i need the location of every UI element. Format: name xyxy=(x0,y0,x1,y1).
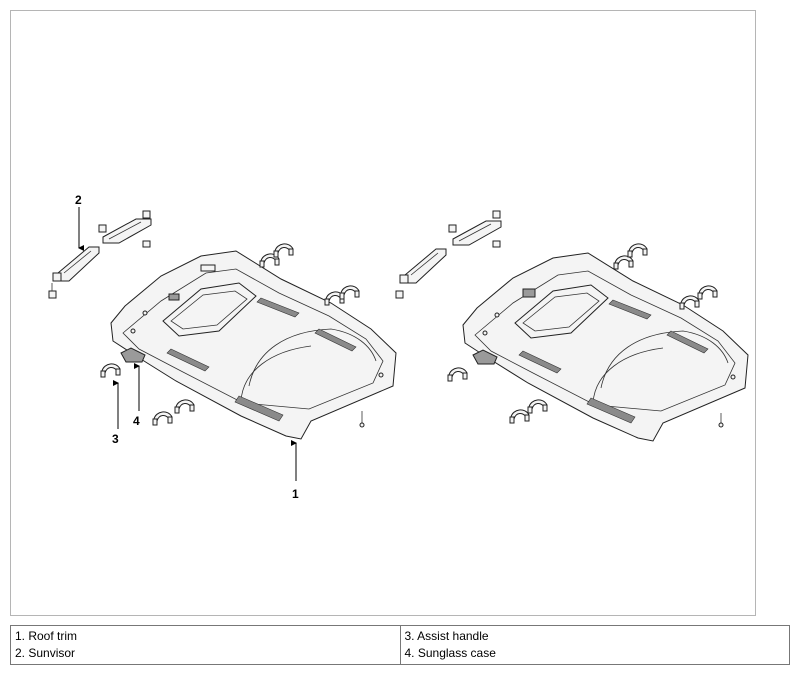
right-assembly xyxy=(395,210,749,442)
parts-legend: 1. Roof trim 2. Sunvisor 3. Assist handl… xyxy=(10,625,790,665)
callout-sunvisor: 2 xyxy=(75,193,82,207)
legend-item-sunglass-case: 4. Sunglass case xyxy=(404,646,496,660)
sunvisor-left xyxy=(48,210,152,299)
legend-column-right: 3. Assist handle 4. Sunglass case xyxy=(399,625,790,665)
legend-row: 1. Roof trim 2. Sunvisor 3. Assist handl… xyxy=(10,625,790,665)
sunglass-case-left xyxy=(120,347,146,363)
left-assembly: 2 3 4 1 xyxy=(48,193,397,501)
legend-column-left: 1. Roof trim 2. Sunvisor xyxy=(10,625,401,665)
callout-roof-trim: 1 xyxy=(292,487,299,501)
exploded-view-diagram: 2 3 4 1 xyxy=(48,193,749,501)
callout-sunglass-case: 4 xyxy=(133,414,140,428)
legend-item-assist-handle: 3. Assist handle xyxy=(404,629,489,643)
callout-assist-handle: 3 xyxy=(112,432,119,446)
sunvisor-right xyxy=(395,210,502,299)
figure-frame: 2 3 4 1 xyxy=(10,10,756,616)
sunglass-case-right xyxy=(472,349,498,365)
roof-trim-right xyxy=(462,252,749,442)
roof-trim-left xyxy=(110,250,397,440)
legend-item-roof-trim: 1. Roof trim xyxy=(15,629,78,643)
legend-item-sunvisor: 2. Sunvisor xyxy=(15,646,76,660)
